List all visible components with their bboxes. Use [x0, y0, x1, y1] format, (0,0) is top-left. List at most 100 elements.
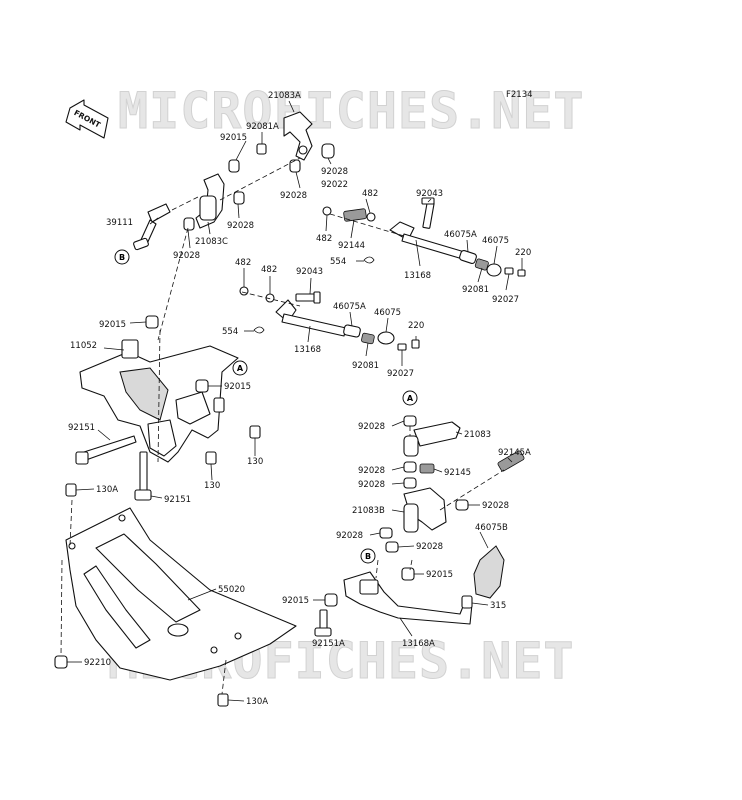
washer-482-left — [322, 206, 332, 216]
pin-220-top — [517, 269, 526, 277]
collar-92028-lower-mid — [403, 461, 417, 473]
washer-482-top — [366, 212, 376, 222]
bushing-46075a-mid — [343, 324, 361, 338]
part-label: 92015 — [282, 596, 309, 606]
part-label: 92027 — [492, 295, 519, 305]
part-label: 482 — [235, 258, 251, 268]
part-label: 21083C — [195, 237, 228, 247]
part-label: 46075B — [475, 523, 508, 533]
collar-92028-lower-bottom — [385, 541, 399, 553]
part-label: 92028 — [358, 422, 385, 432]
bolt-92043-top — [421, 197, 435, 229]
pin-92027-mid — [397, 343, 407, 351]
collar-92028-mid — [289, 159, 301, 173]
spring-92081-top — [474, 258, 489, 271]
part-label: 220 — [408, 321, 424, 331]
part-label: 46075 — [374, 308, 401, 318]
bolt-92043-mid — [295, 291, 321, 304]
bracket-21083c — [195, 173, 225, 229]
part-label: 92015 — [99, 320, 126, 330]
part-label: 92043 — [296, 267, 323, 277]
part-label: 482 — [362, 189, 378, 199]
svg-text:A: A — [407, 394, 414, 403]
part-label: 554 — [222, 327, 238, 337]
part-label: 554 — [330, 257, 346, 267]
bolt-130a-bottom — [217, 693, 229, 707]
part-label: 46075 — [482, 236, 509, 246]
part-label: 92028 — [336, 531, 363, 541]
part-label: 21083A — [268, 91, 301, 101]
part-label: 92151 — [164, 495, 191, 505]
watermark-top: MICROFICHES.NET — [118, 82, 585, 140]
part-label: 92028 — [173, 251, 200, 261]
part-label: 92028 — [227, 221, 254, 231]
nut-92015-pedal-left — [324, 593, 338, 607]
part-label: 130A — [246, 697, 268, 707]
bolt-130-upper — [249, 425, 261, 439]
part-label: 92028 — [482, 501, 509, 511]
collar-92028-left — [183, 217, 195, 231]
bolt-92151a — [314, 609, 332, 637]
part-label: 92022 — [321, 180, 348, 190]
shaft-13168-mid — [275, 299, 347, 337]
part-label: 92210 — [84, 658, 111, 668]
collar-92028-lower-top — [403, 415, 417, 427]
nut-92015-frame — [145, 315, 159, 329]
spring-92081-mid — [361, 332, 375, 345]
part-label: 92015 — [224, 382, 251, 392]
part-label: 39111 — [106, 218, 133, 228]
collar-92015-top — [228, 159, 240, 173]
bolt-315 — [461, 595, 473, 609]
part-label: 46075A — [444, 230, 477, 240]
part-label: 92028 — [280, 191, 307, 201]
part-label: 13168 — [294, 345, 321, 355]
svg-text:B: B — [365, 552, 371, 561]
part-label: 92028 — [358, 466, 385, 476]
part-label: 92081A — [246, 122, 279, 132]
nut-92015-frame-right — [195, 379, 209, 393]
lever-21083a — [283, 111, 313, 161]
figure-code: F2134 — [506, 90, 533, 100]
part-label: 92015 — [220, 133, 247, 143]
part-label: 92015 — [426, 570, 453, 580]
part-label: 21083B — [352, 506, 385, 516]
part-labels: 21083A 92081A 92015 92028 92022 92028 92… — [68, 91, 531, 707]
spring-92145 — [419, 463, 435, 474]
part-label: 92028 — [321, 167, 348, 177]
skid-plate-55020 — [65, 507, 297, 681]
front-arrow-icon: FRONT — [65, 99, 109, 139]
svg-text:B: B — [119, 253, 125, 262]
part-label: 220 — [515, 248, 531, 258]
pedal-pad-46075b — [473, 545, 505, 599]
marker-b-left: B — [114, 249, 130, 265]
washer-46075-top — [486, 263, 502, 277]
part-label: 482 — [316, 234, 332, 244]
part-label: 92151A — [312, 639, 345, 649]
part-label: 92043 — [416, 189, 443, 199]
part-label: 92028 — [416, 542, 443, 552]
shaft-13168-top — [389, 221, 469, 261]
part-label: 21083 — [464, 430, 491, 440]
frame-bracket-11052 — [79, 339, 239, 463]
bolt-130a-top — [65, 483, 77, 497]
collar-92028-lower-right — [455, 499, 469, 511]
washer-46075-mid — [377, 331, 395, 345]
marker-a-upper: A — [232, 360, 248, 376]
rod-39111 — [133, 203, 171, 251]
leader-lines — [67, 100, 523, 702]
shaft-13168a — [343, 571, 473, 625]
part-label: 46075A — [333, 302, 366, 312]
pin-220-mid — [411, 339, 420, 349]
collar-92028-right-top — [321, 143, 335, 159]
part-label: 92028 — [358, 480, 385, 490]
marker-a-lower: A — [402, 390, 418, 406]
nut-92210 — [54, 655, 68, 669]
marker-b-lower: B — [360, 548, 376, 564]
part-label: 92151 — [68, 423, 95, 433]
bushing-46075a-top — [459, 250, 477, 264]
part-label: 130 — [204, 481, 220, 491]
svg-text:A: A — [237, 364, 244, 373]
part-label: 92081 — [352, 361, 379, 371]
clip-554-mid — [253, 326, 265, 334]
clip-554-top — [363, 256, 375, 264]
